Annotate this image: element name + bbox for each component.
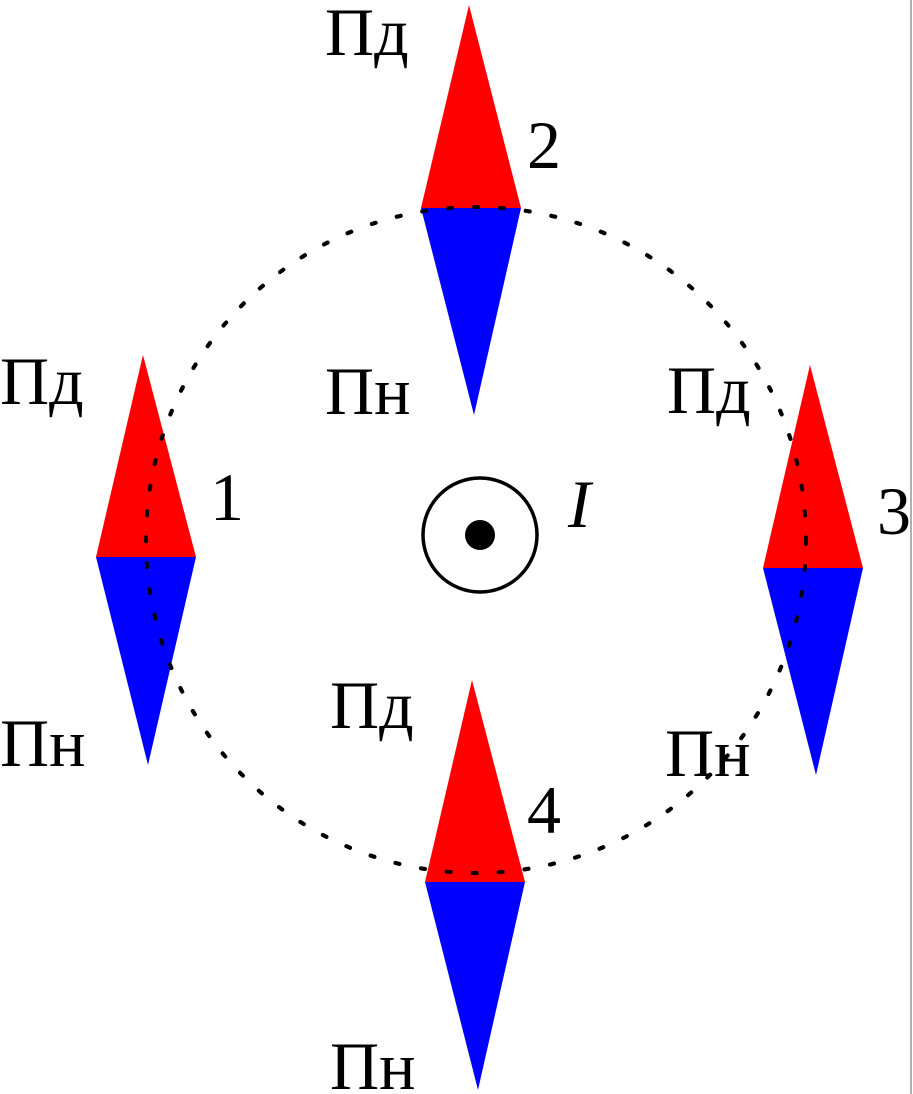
needle-3-south-label: Пн: [665, 715, 751, 791]
field-line-circle-overlay: [144, 205, 808, 875]
needle-1-north-label: Пд: [0, 343, 84, 419]
compass-needle-1: [96, 355, 196, 765]
needle-2-south-label: Пн: [325, 353, 411, 429]
current-label: I: [567, 466, 594, 542]
needle-3-north-half: [763, 365, 863, 568]
needle-2-north-label: Пд: [325, 0, 409, 70]
needle-2-north-half: [421, 5, 521, 208]
wire-dot: [465, 520, 495, 550]
needle-1-south-half: [96, 557, 196, 765]
needle-4-north-label: Пд: [330, 667, 414, 743]
needle-3-north-label: Пд: [667, 352, 751, 428]
needle-1-south-label: Пн: [0, 705, 86, 781]
needle-4-south-half: [425, 882, 525, 1090]
needle-4-south-label: Пн: [330, 1028, 416, 1094]
compass-needle-3: [763, 365, 863, 775]
needle-4-number: 4: [527, 772, 561, 848]
needle-1-number: 1: [210, 459, 244, 535]
needle-2-number: 2: [527, 107, 561, 183]
compass-needle-4: [425, 680, 525, 1090]
needle-3-south-half: [763, 568, 863, 775]
needle-4-north-half: [425, 680, 525, 882]
needle-3-number: 3: [877, 473, 911, 549]
current-wire-out-of-page-icon: [421, 476, 539, 594]
compass-needle-2: [421, 5, 521, 415]
needle-2-south-half: [421, 208, 521, 415]
needle-1-north-half: [96, 355, 196, 557]
